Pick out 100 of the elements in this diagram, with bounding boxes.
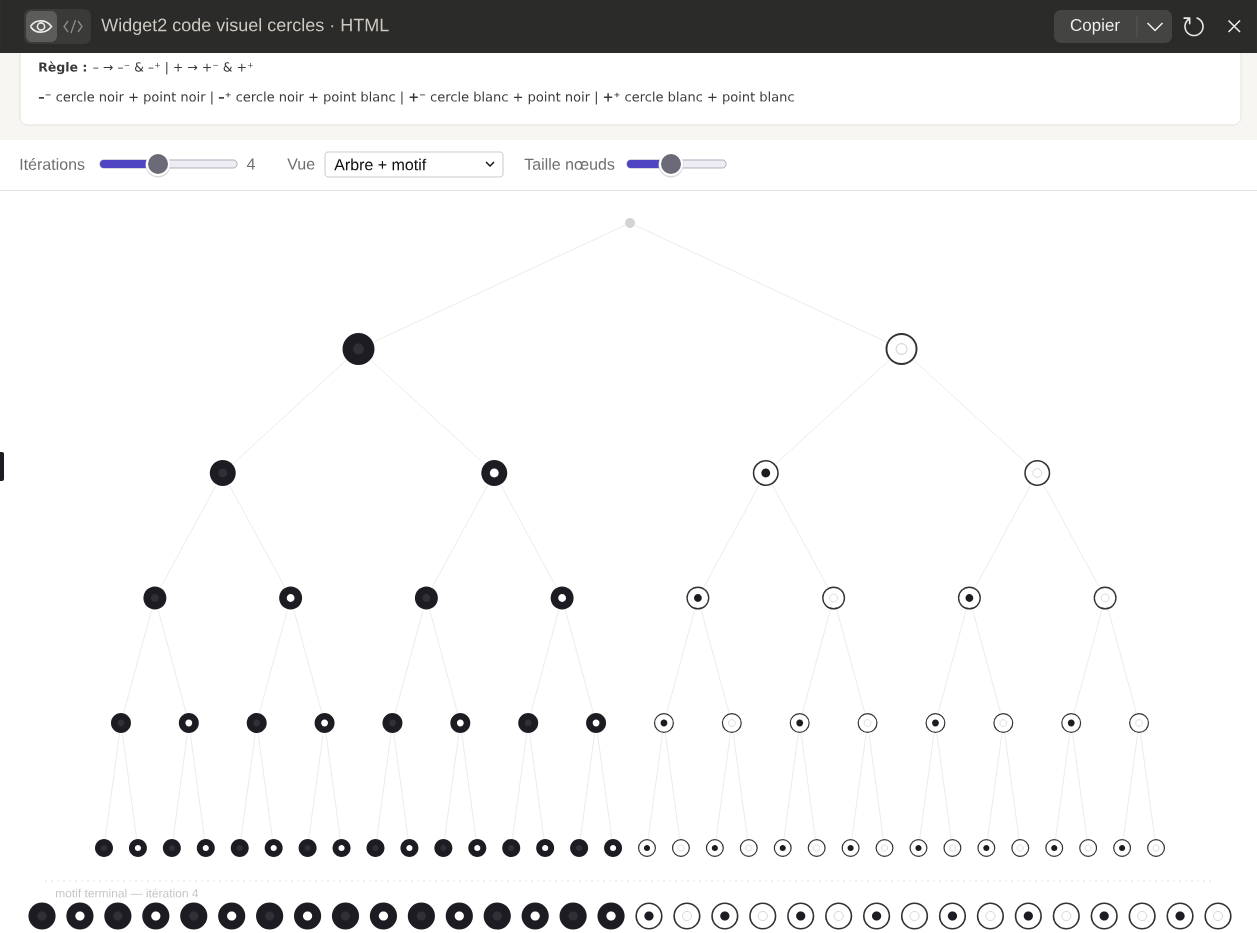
branch-line bbox=[376, 732, 392, 840]
tree-node bbox=[434, 839, 453, 857]
branch-line bbox=[972, 608, 1002, 714]
branch-line bbox=[800, 732, 816, 840]
tree-node bbox=[1147, 839, 1166, 857]
tree-node bbox=[789, 713, 810, 733]
branch-line bbox=[801, 608, 831, 714]
branch-line bbox=[393, 732, 409, 840]
branch-line bbox=[1055, 732, 1071, 840]
tree-node bbox=[550, 586, 574, 610]
section-caption: motif terminal — itération 4 bbox=[56, 888, 199, 898]
tree-node bbox=[298, 839, 317, 857]
branch-line bbox=[774, 359, 891, 465]
tree-node bbox=[366, 839, 385, 857]
motif-circle bbox=[900, 902, 929, 930]
tree-node bbox=[209, 460, 236, 486]
branch-line bbox=[461, 732, 477, 840]
tree-node bbox=[196, 839, 215, 857]
motif-circle bbox=[369, 902, 398, 930]
branch-line bbox=[232, 359, 347, 465]
branch-line bbox=[647, 732, 663, 840]
branch-line bbox=[372, 224, 626, 343]
motif-circle bbox=[711, 902, 739, 930]
tree-node bbox=[752, 460, 779, 486]
motif-circle bbox=[1128, 902, 1156, 930]
branch-line bbox=[325, 732, 341, 840]
branch-line bbox=[172, 732, 188, 840]
branch-line bbox=[160, 484, 217, 589]
tree-node bbox=[450, 713, 471, 733]
branch-line bbox=[732, 732, 748, 840]
branch-line bbox=[1107, 608, 1137, 714]
tree-node bbox=[773, 839, 792, 857]
branch-line bbox=[703, 484, 760, 589]
motif-circle bbox=[256, 902, 284, 930]
tree-node bbox=[1011, 839, 1030, 857]
tree-node bbox=[502, 839, 521, 857]
branch-line bbox=[634, 224, 888, 343]
tree-node bbox=[875, 839, 894, 857]
tree-node bbox=[638, 839, 656, 857]
motif-circle bbox=[1166, 902, 1194, 930]
branch-line bbox=[936, 732, 952, 840]
motif-circle bbox=[673, 902, 701, 930]
motif-circle bbox=[180, 902, 208, 930]
motif-circle bbox=[749, 902, 777, 930]
motif-circle bbox=[142, 902, 170, 930]
tree-node bbox=[586, 713, 607, 733]
branch-line bbox=[1140, 732, 1156, 840]
branch-line bbox=[500, 484, 557, 589]
tree-node bbox=[604, 839, 623, 857]
motif-circle bbox=[445, 902, 473, 930]
branch-line bbox=[771, 484, 829, 589]
branch-line bbox=[431, 484, 489, 589]
tree-node bbox=[885, 333, 918, 365]
branch-line bbox=[293, 608, 323, 714]
slider-value: 4 bbox=[246, 158, 255, 170]
tree-node bbox=[857, 713, 878, 733]
motif-circle bbox=[597, 902, 625, 930]
motif-circle bbox=[104, 902, 132, 930]
tree-node bbox=[977, 839, 996, 857]
tree-node bbox=[807, 839, 826, 857]
copy-button: Copier bbox=[1054, 10, 1172, 43]
branch-line bbox=[258, 608, 288, 714]
tree-node bbox=[178, 713, 199, 733]
branch-line bbox=[919, 732, 935, 840]
branch-line bbox=[370, 359, 485, 465]
tree-node bbox=[382, 713, 403, 733]
motif-circle bbox=[407, 902, 435, 930]
tree-node bbox=[822, 586, 846, 610]
branch-line bbox=[240, 732, 256, 840]
tree-node bbox=[342, 333, 375, 365]
tree-node bbox=[653, 713, 674, 733]
branch-line bbox=[974, 484, 1032, 589]
tree-node bbox=[739, 839, 758, 857]
tree-node bbox=[1061, 713, 1082, 733]
tree-node bbox=[705, 839, 724, 857]
motif-circle bbox=[483, 902, 511, 930]
motif-circle bbox=[1052, 902, 1080, 930]
tree-node bbox=[841, 839, 860, 857]
branch-line bbox=[851, 732, 867, 840]
symbol-key: –⁻ cercle noir + point noir | –⁺ cercle noir + point blanc | +⁻ cercle blanc + point noir | +⁺ cercle blanc + point blanc bbox=[38, 91, 794, 105]
tree-node bbox=[570, 839, 589, 857]
tree-node bbox=[264, 839, 283, 857]
tree-node bbox=[468, 839, 487, 857]
branch-line bbox=[189, 732, 205, 840]
branch-line bbox=[121, 732, 138, 840]
motif-circle bbox=[787, 902, 815, 930]
tree-node bbox=[1093, 586, 1117, 610]
tree-node bbox=[1079, 839, 1098, 857]
motif-circle bbox=[976, 902, 1004, 930]
branch-line bbox=[1043, 484, 1101, 589]
branch-line bbox=[444, 732, 460, 840]
branch-line bbox=[1122, 732, 1139, 840]
tree-node bbox=[957, 586, 981, 610]
tree-node bbox=[279, 586, 303, 610]
dropdown: Arbre + motif bbox=[324, 151, 504, 178]
tree-node bbox=[95, 839, 113, 857]
branch-line bbox=[836, 608, 866, 714]
branch-line bbox=[664, 732, 681, 840]
motif-circle bbox=[521, 902, 549, 930]
branch-line bbox=[700, 608, 730, 714]
